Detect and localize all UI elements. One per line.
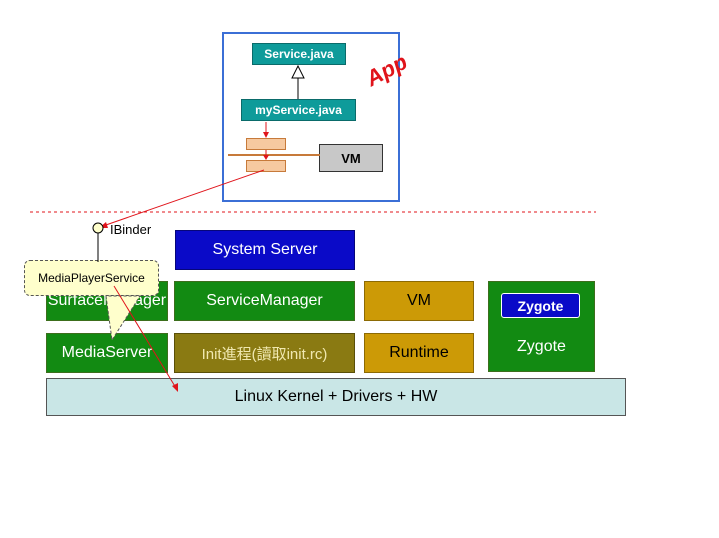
- my-service-java-box: myService.java: [241, 99, 356, 121]
- inheritance-triangle-icon: [291, 64, 305, 79]
- kernel-box: Linux Kernel + Drivers + HW: [46, 378, 626, 416]
- zygote-badge: Zygote: [501, 293, 580, 318]
- proxy-stub-top: [246, 138, 286, 150]
- callout-tail: [105, 295, 141, 342]
- proxy-stub-bottom: [246, 160, 286, 172]
- service-java-box: Service.java: [252, 43, 346, 65]
- zygote-label: Zygote: [517, 338, 566, 355]
- kernel-call-arrow: [113, 285, 177, 389]
- media-player-service-callout: MediaPlayerService: [24, 260, 159, 296]
- media-server-box: MediaServer: [46, 333, 168, 373]
- vm-layer-box: VM: [364, 281, 474, 321]
- arrowhead-1-icon: [263, 132, 269, 138]
- runtime-box: Runtime: [364, 333, 474, 373]
- ibinder-lollipop-icon: [92, 222, 104, 234]
- init-process-box: Init進程(讀取init.rc): [174, 333, 355, 373]
- app-vm-box: VM: [319, 144, 383, 172]
- binder-call-arrow: [102, 169, 265, 227]
- ibinder-label: IBinder: [110, 222, 152, 237]
- arrowhead-2-icon: [263, 155, 269, 160]
- service-manager-box: ServiceManager: [174, 281, 355, 321]
- system-server-box: System Server: [175, 230, 355, 270]
- kernel-arrowhead-icon: [172, 383, 178, 392]
